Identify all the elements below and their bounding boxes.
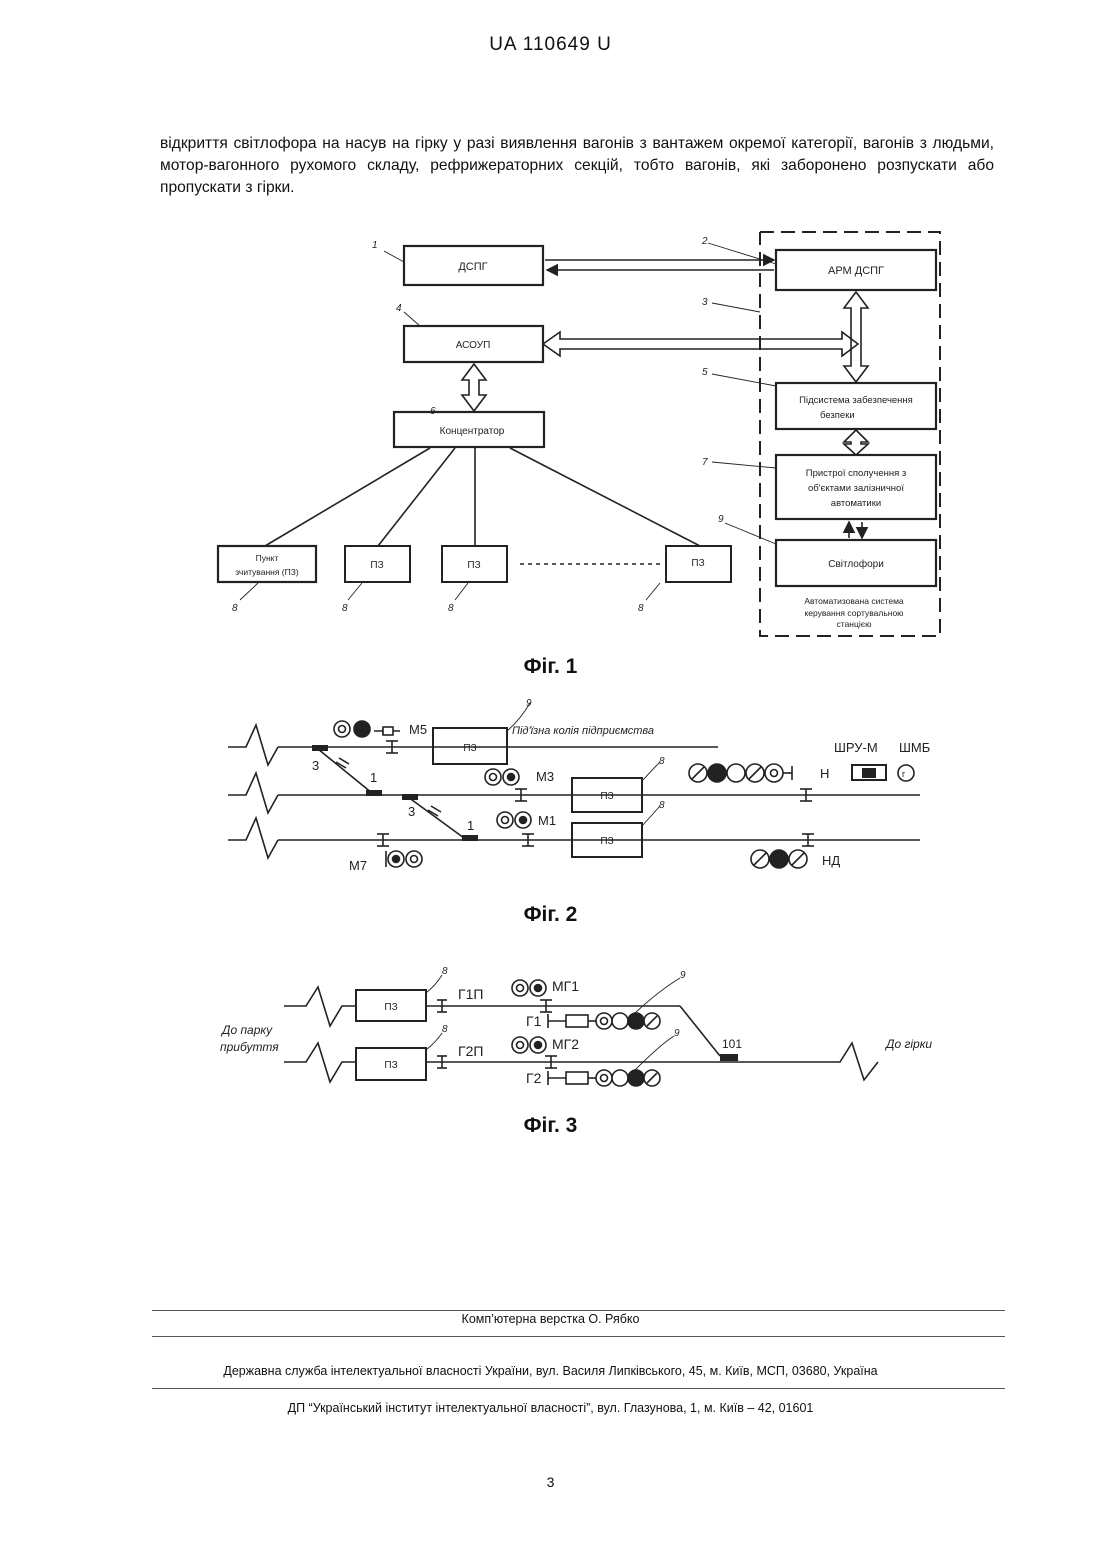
label-ref9-low: 9 [674, 1028, 680, 1039]
label-mg1: МГ1 [552, 978, 579, 994]
fig3-pz-low: ПЗ [384, 1060, 397, 1071]
mg2-signal-lamps [512, 1037, 546, 1053]
label-101: 101 [722, 1037, 742, 1051]
footer-rule-1 [152, 1310, 1005, 1311]
label-ref8-low: 8 [442, 1024, 448, 1035]
label-to-park-2: прибуття [220, 1040, 279, 1054]
label-ref8-top: 8 [442, 966, 448, 977]
figure-3-track-layout: ПЗ ПЗ Г1П Г2П МГ1 МГ2 Г1 Г2 101 До парку… [0, 0, 1101, 1120]
label-g2p: Г2П [458, 1043, 483, 1059]
footer-service: Державна служба інтелектуальної власност… [0, 1364, 1101, 1378]
footer-layout-credit: Комп’ютерна верстка О. Рябко [0, 1312, 1101, 1326]
label-mg2: МГ2 [552, 1036, 579, 1052]
footer-rule-2 [152, 1336, 1005, 1337]
label-g1: Г1 [526, 1013, 542, 1029]
label-g2: Г2 [526, 1070, 542, 1086]
footer-rule-3 [152, 1388, 1005, 1389]
page-number: 3 [0, 1474, 1101, 1490]
label-to-hump: До гірки [884, 1037, 932, 1051]
label-g1p: Г1П [458, 986, 483, 1002]
fig3-pz-top: ПЗ [384, 1002, 397, 1013]
figure-3-caption: Фіг. 3 [0, 1114, 1101, 1138]
footer-institute: ДП “Український інститут інтелектуальної… [0, 1401, 1101, 1415]
g1-signal-lamps [596, 1013, 660, 1029]
label-ref9-top: 9 [680, 970, 686, 981]
g2-signal-lamps [596, 1070, 660, 1086]
mg1-signal-lamps [512, 980, 546, 996]
label-to-park-1: До парку [220, 1023, 273, 1037]
